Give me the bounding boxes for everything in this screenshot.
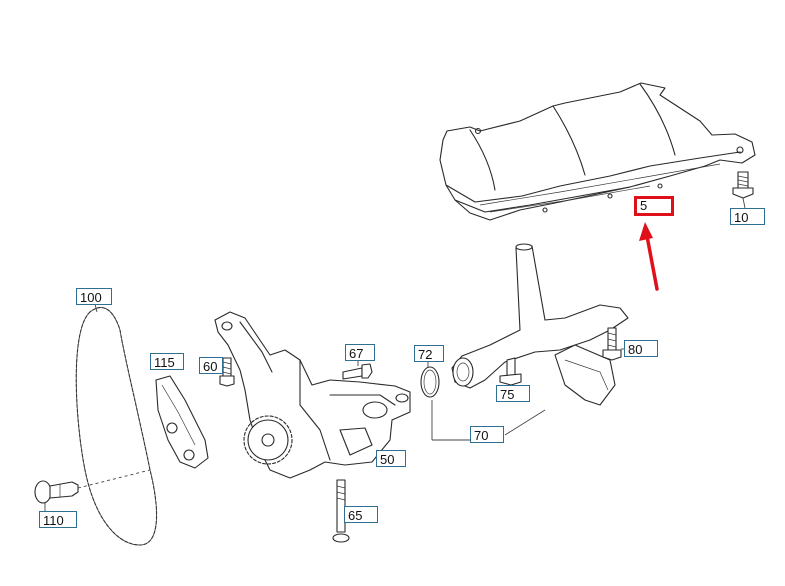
bolt-110-drawing bbox=[34, 469, 151, 512]
timing-chain-drawing bbox=[75, 303, 158, 546]
callout-part-60[interactable]: 60 bbox=[199, 357, 223, 374]
callout-part-115[interactable]: 115 bbox=[150, 353, 184, 370]
oil-pump-drawing bbox=[214, 311, 411, 479]
callout-part-65[interactable]: 65 bbox=[344, 506, 378, 523]
bolt-67-drawing bbox=[342, 360, 373, 380]
callout-part-50[interactable]: 50 bbox=[376, 450, 406, 467]
o-ring-drawing bbox=[420, 362, 440, 398]
callout-part-70[interactable]: 70 bbox=[470, 426, 504, 443]
callout-part-72[interactable]: 72 bbox=[414, 345, 444, 362]
bolt-10-drawing bbox=[732, 171, 754, 209]
callout-part-100[interactable]: 100 bbox=[76, 288, 112, 305]
oil-pickup-drawing bbox=[431, 243, 629, 441]
bolt-80-drawing bbox=[602, 327, 626, 361]
callout-part-80[interactable]: 80 bbox=[624, 340, 658, 357]
callout-part-67[interactable]: 67 bbox=[345, 344, 375, 361]
callout-part-75[interactable]: 75 bbox=[496, 385, 530, 402]
oil-pan-baffle-drawing bbox=[439, 82, 756, 221]
callout-part-10[interactable]: 10 bbox=[730, 208, 765, 225]
callout-part-110[interactable]: 110 bbox=[39, 511, 77, 528]
bolt-75-drawing bbox=[499, 357, 522, 386]
bolt-65-drawing bbox=[332, 479, 350, 543]
bolt-60-drawing bbox=[219, 357, 235, 387]
callout-part-5[interactable]: 5 bbox=[634, 196, 674, 216]
chain-rail-drawing bbox=[155, 375, 209, 469]
highlight-arrow bbox=[639, 222, 659, 291]
